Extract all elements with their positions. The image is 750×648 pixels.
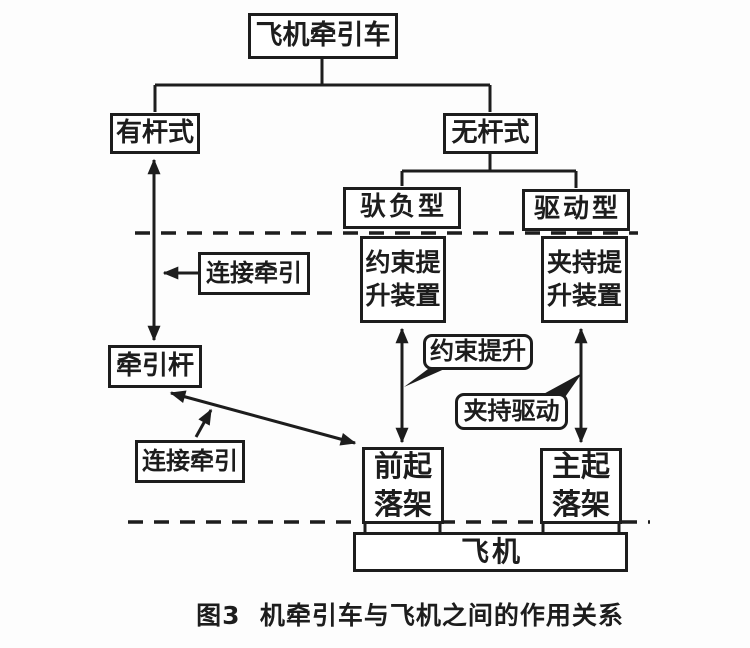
- callout-restraint-lift: 约束提升: [423, 334, 533, 370]
- node-nose-gear-line2: 落架: [373, 486, 432, 521]
- callout-clamp-drive: 夹持驱动: [455, 393, 568, 430]
- callout-restraint-lift-text: 约束提升: [430, 337, 526, 366]
- node-towbar-type-label: 有杆式: [115, 117, 194, 148]
- node-towbarless-type-label: 无杆式: [451, 117, 530, 148]
- node-towbar-label: 牵引杆: [115, 350, 194, 381]
- node-nose-gear: 前起 落架: [362, 447, 444, 524]
- tree-connector-top: [153, 59, 492, 112]
- node-drive-type-label: 驱动型: [533, 194, 621, 225]
- label-connect-tow-1-text: 连接牵引: [206, 258, 302, 287]
- arrow-towbar-nosegear: [169, 390, 357, 446]
- node-restraint-lift-device-line1: 约束提: [365, 248, 441, 277]
- tree-connector-towbarless: [400, 154, 578, 188]
- label-connect-tow-2-text: 连接牵引: [142, 446, 238, 475]
- node-main-gear-line1: 主起: [551, 449, 610, 484]
- label-connect-tow-1: 连接牵引: [198, 252, 310, 295]
- node-main-gear: 主起 落架: [540, 448, 622, 524]
- node-aircraft-label: 飞机: [460, 534, 523, 568]
- node-drive-type: 驱动型: [522, 189, 630, 231]
- node-nose-gear-line1: 前起: [373, 448, 432, 483]
- node-aircraft-tractor: 飞机牵引车: [248, 13, 398, 59]
- node-towbarless-type: 无杆式: [443, 113, 538, 154]
- node-aircraft: 飞机: [353, 532, 628, 572]
- label-connect-tow-2: 连接牵引: [135, 440, 245, 483]
- node-carry-type-label: 驮负型: [359, 192, 447, 223]
- figure-caption: 图3 机牵引车与飞机之间的作用关系: [196, 601, 624, 630]
- node-restraint-lift-device: 约束提 升装置: [360, 236, 446, 323]
- callout-clamp-drive-text: 夹持驱动: [463, 396, 560, 425]
- node-carry-type: 驮负型: [343, 187, 461, 229]
- node-clamp-lift-device-line1: 夹持提: [546, 248, 622, 277]
- node-main-gear-line2: 落架: [551, 487, 610, 521]
- node-clamp-lift-device: 夹持提 升装置: [541, 236, 628, 323]
- node-restraint-lift-device-line2: 升装置: [365, 280, 441, 310]
- node-towbar: 牵引杆: [108, 345, 202, 388]
- node-towbar-type: 有杆式: [110, 113, 200, 154]
- node-clamp-lift-device-line2: 升装置: [546, 280, 622, 310]
- node-aircraft-tractor-label: 飞机牵引车: [255, 20, 391, 52]
- gear-to-aircraft-stubs: [363, 523, 621, 532]
- arrow-connect-tow-2-pointer: [194, 408, 213, 438]
